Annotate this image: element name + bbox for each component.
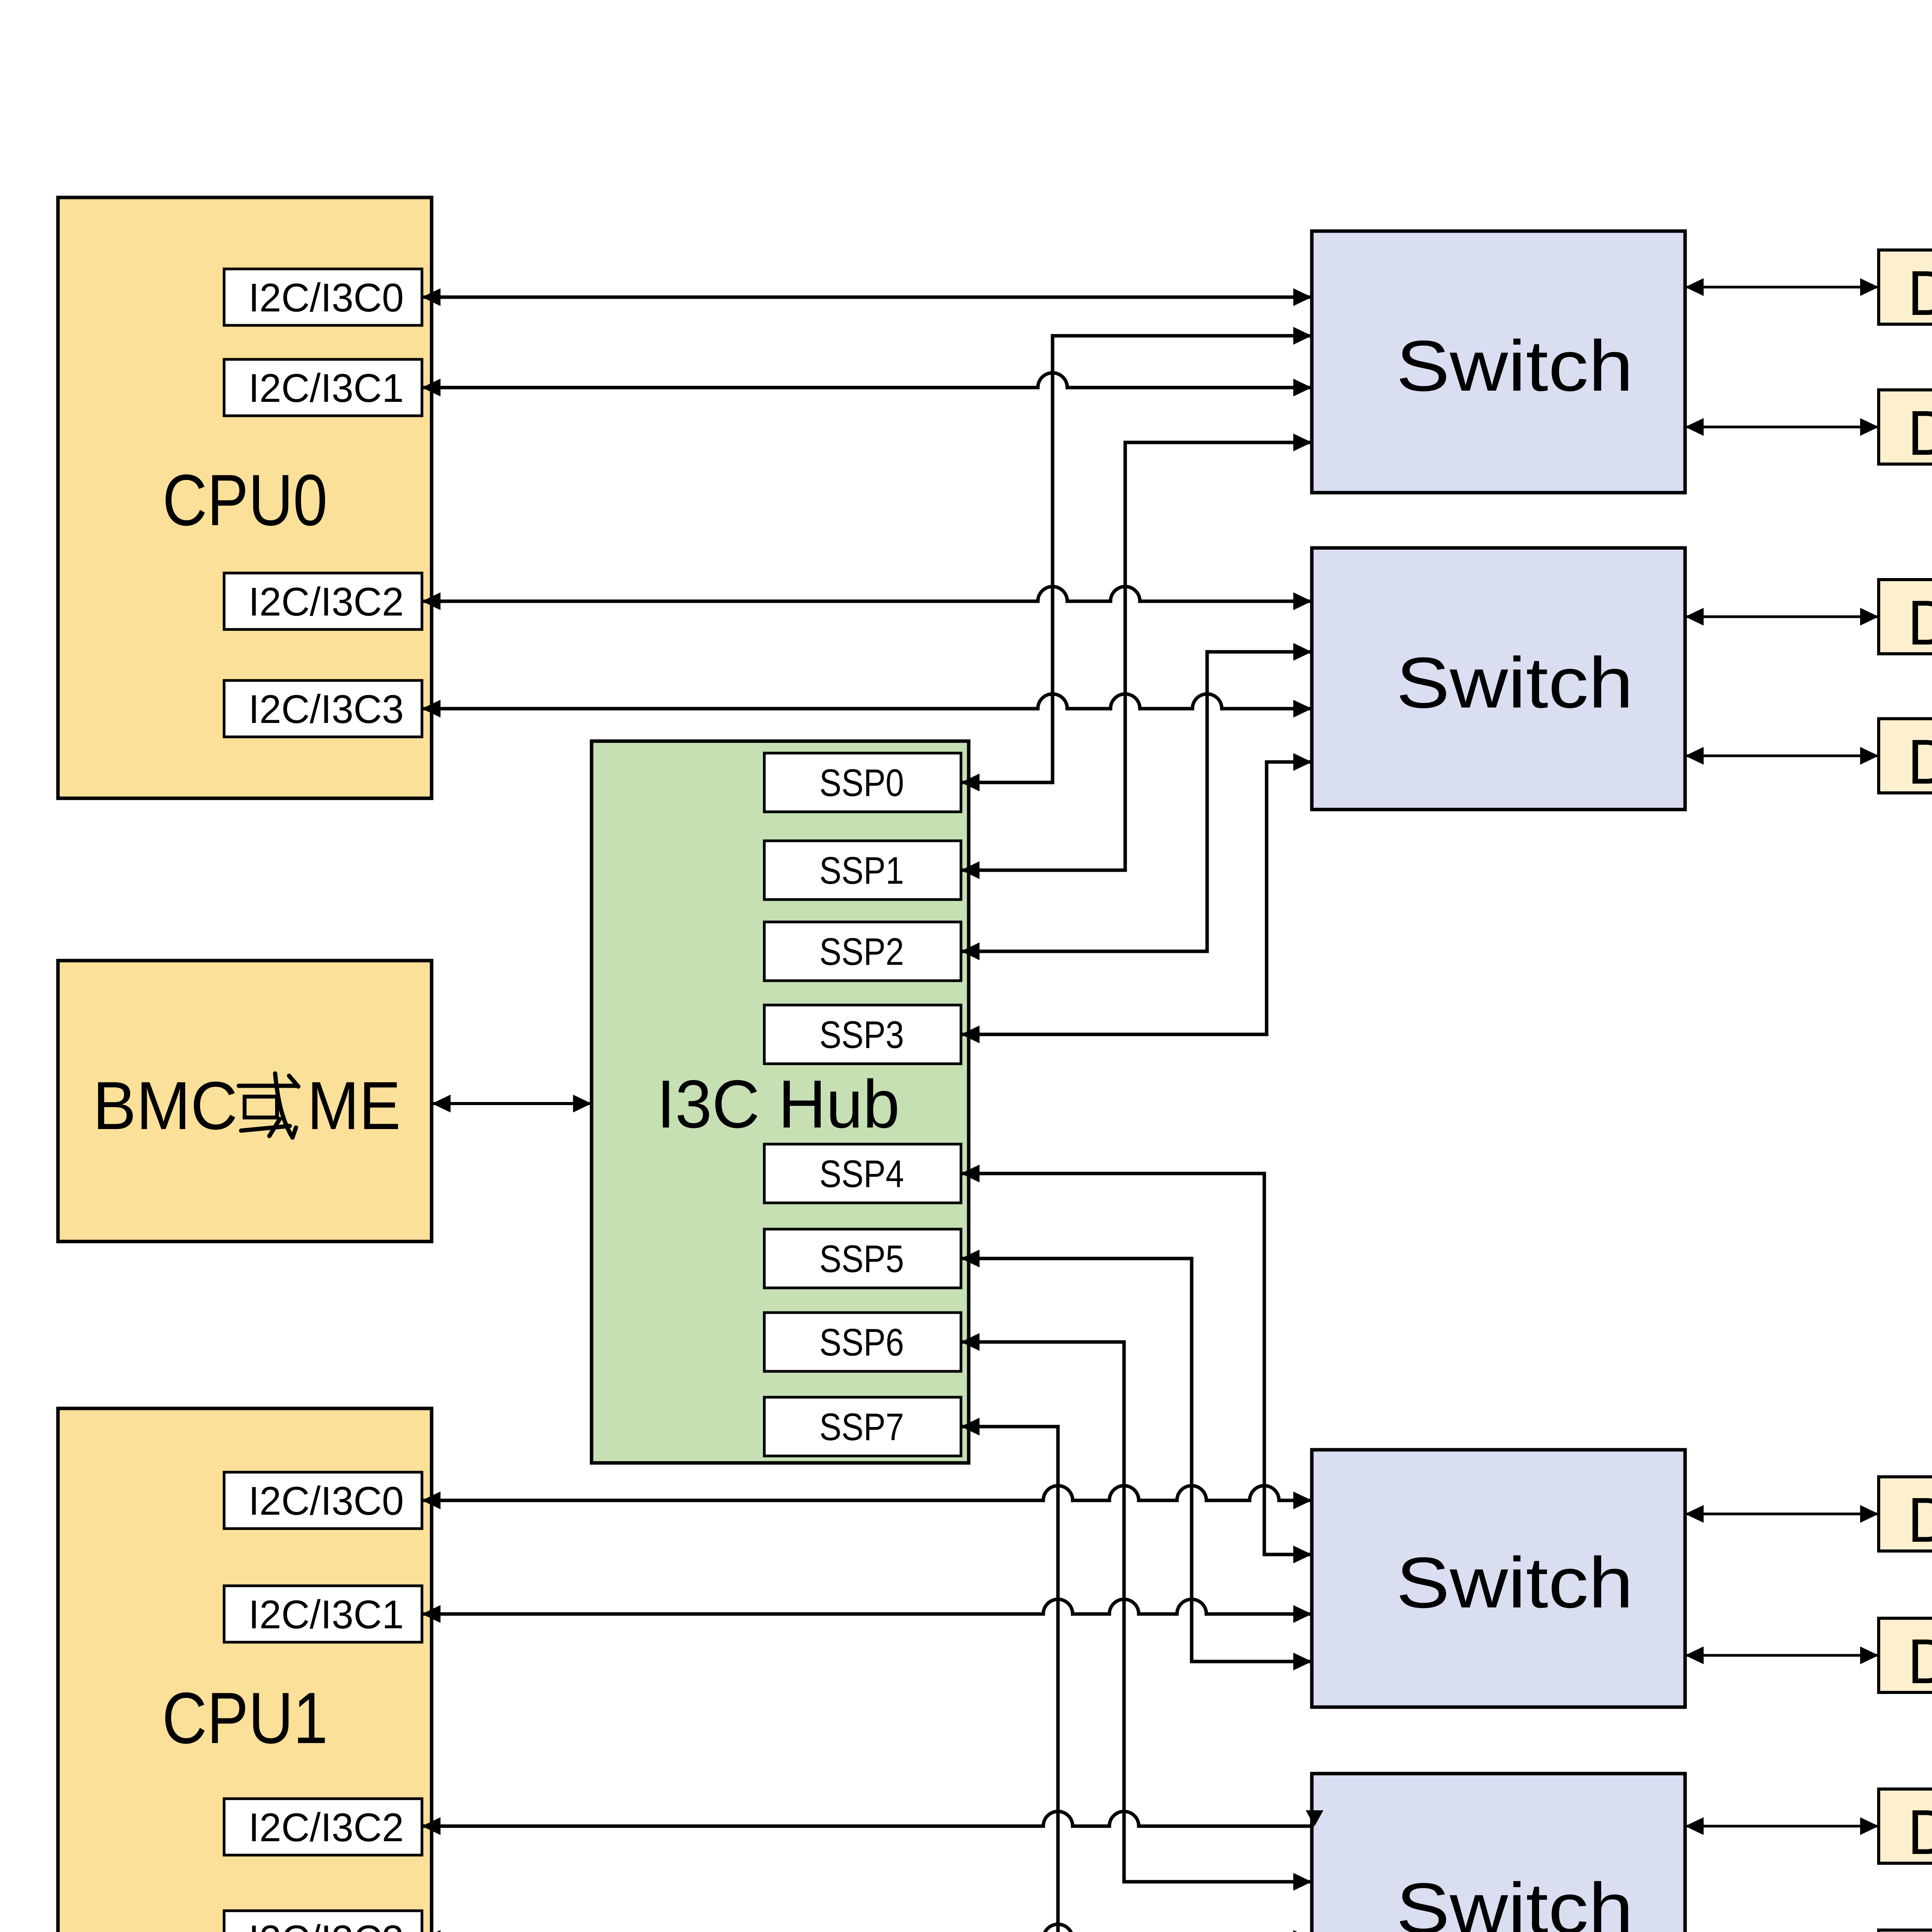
svg-text:SSP4: SSP4: [820, 1152, 904, 1195]
svg-text:Switch: Switch: [1396, 643, 1633, 723]
svg-text:SSP1: SSP1: [820, 849, 904, 892]
svg-text:I2C/I3C3: I2C/I3C3: [248, 1917, 404, 1932]
svg-text:SSP0: SSP0: [820, 761, 904, 804]
svg-text:DDR5 DIMM: DDR5 DIMM: [1908, 258, 1932, 328]
svg-text:Switch: Switch: [1396, 1543, 1633, 1623]
svg-text:SSP7: SSP7: [820, 1405, 904, 1448]
svg-text:I3C Hub: I3C Hub: [657, 1066, 900, 1142]
svg-text:DDR5 DIMM: DDR5 DIMM: [1908, 1485, 1932, 1555]
svg-text:I2C/I3C0: I2C/I3C0: [248, 1479, 404, 1524]
svg-text:SSP5: SSP5: [820, 1237, 904, 1280]
svg-text:SSP6: SSP6: [820, 1321, 904, 1364]
svg-text:DDR5 DIMM: DDR5 DIMM: [1908, 1797, 1932, 1867]
svg-text:I2C/I3C3: I2C/I3C3: [248, 687, 404, 732]
svg-text:DDR5 DIMM: DDR5 DIMM: [1908, 398, 1932, 468]
svg-text:BMC: BMC: [93, 1068, 238, 1144]
svg-text:SSP3: SSP3: [820, 1013, 904, 1056]
svg-text:Switch: Switch: [1396, 326, 1633, 406]
svg-text:I2C/I3C1: I2C/I3C1: [248, 366, 404, 411]
svg-text:Switch: Switch: [1396, 1869, 1633, 1932]
svg-text:ME: ME: [307, 1068, 401, 1144]
svg-text:DDR5 DIMM: DDR5 DIMM: [1908, 726, 1932, 797]
svg-text:CPU1: CPU1: [162, 1677, 328, 1759]
svg-text:CPU0: CPU0: [163, 459, 328, 541]
svg-text:DDR5 DIMM: DDR5 DIMM: [1908, 1626, 1932, 1697]
svg-text:I2C/I3C1: I2C/I3C1: [248, 1592, 404, 1637]
svg-text:DDR5 DIMM: DDR5 DIMM: [1908, 587, 1932, 658]
svg-text:I2C/I3C2: I2C/I3C2: [248, 1805, 404, 1850]
svg-text:SSP2: SSP2: [820, 930, 904, 973]
svg-text:I2C/I3C2: I2C/I3C2: [248, 580, 404, 624]
svg-text:I2C/I3C0: I2C/I3C0: [248, 276, 404, 320]
